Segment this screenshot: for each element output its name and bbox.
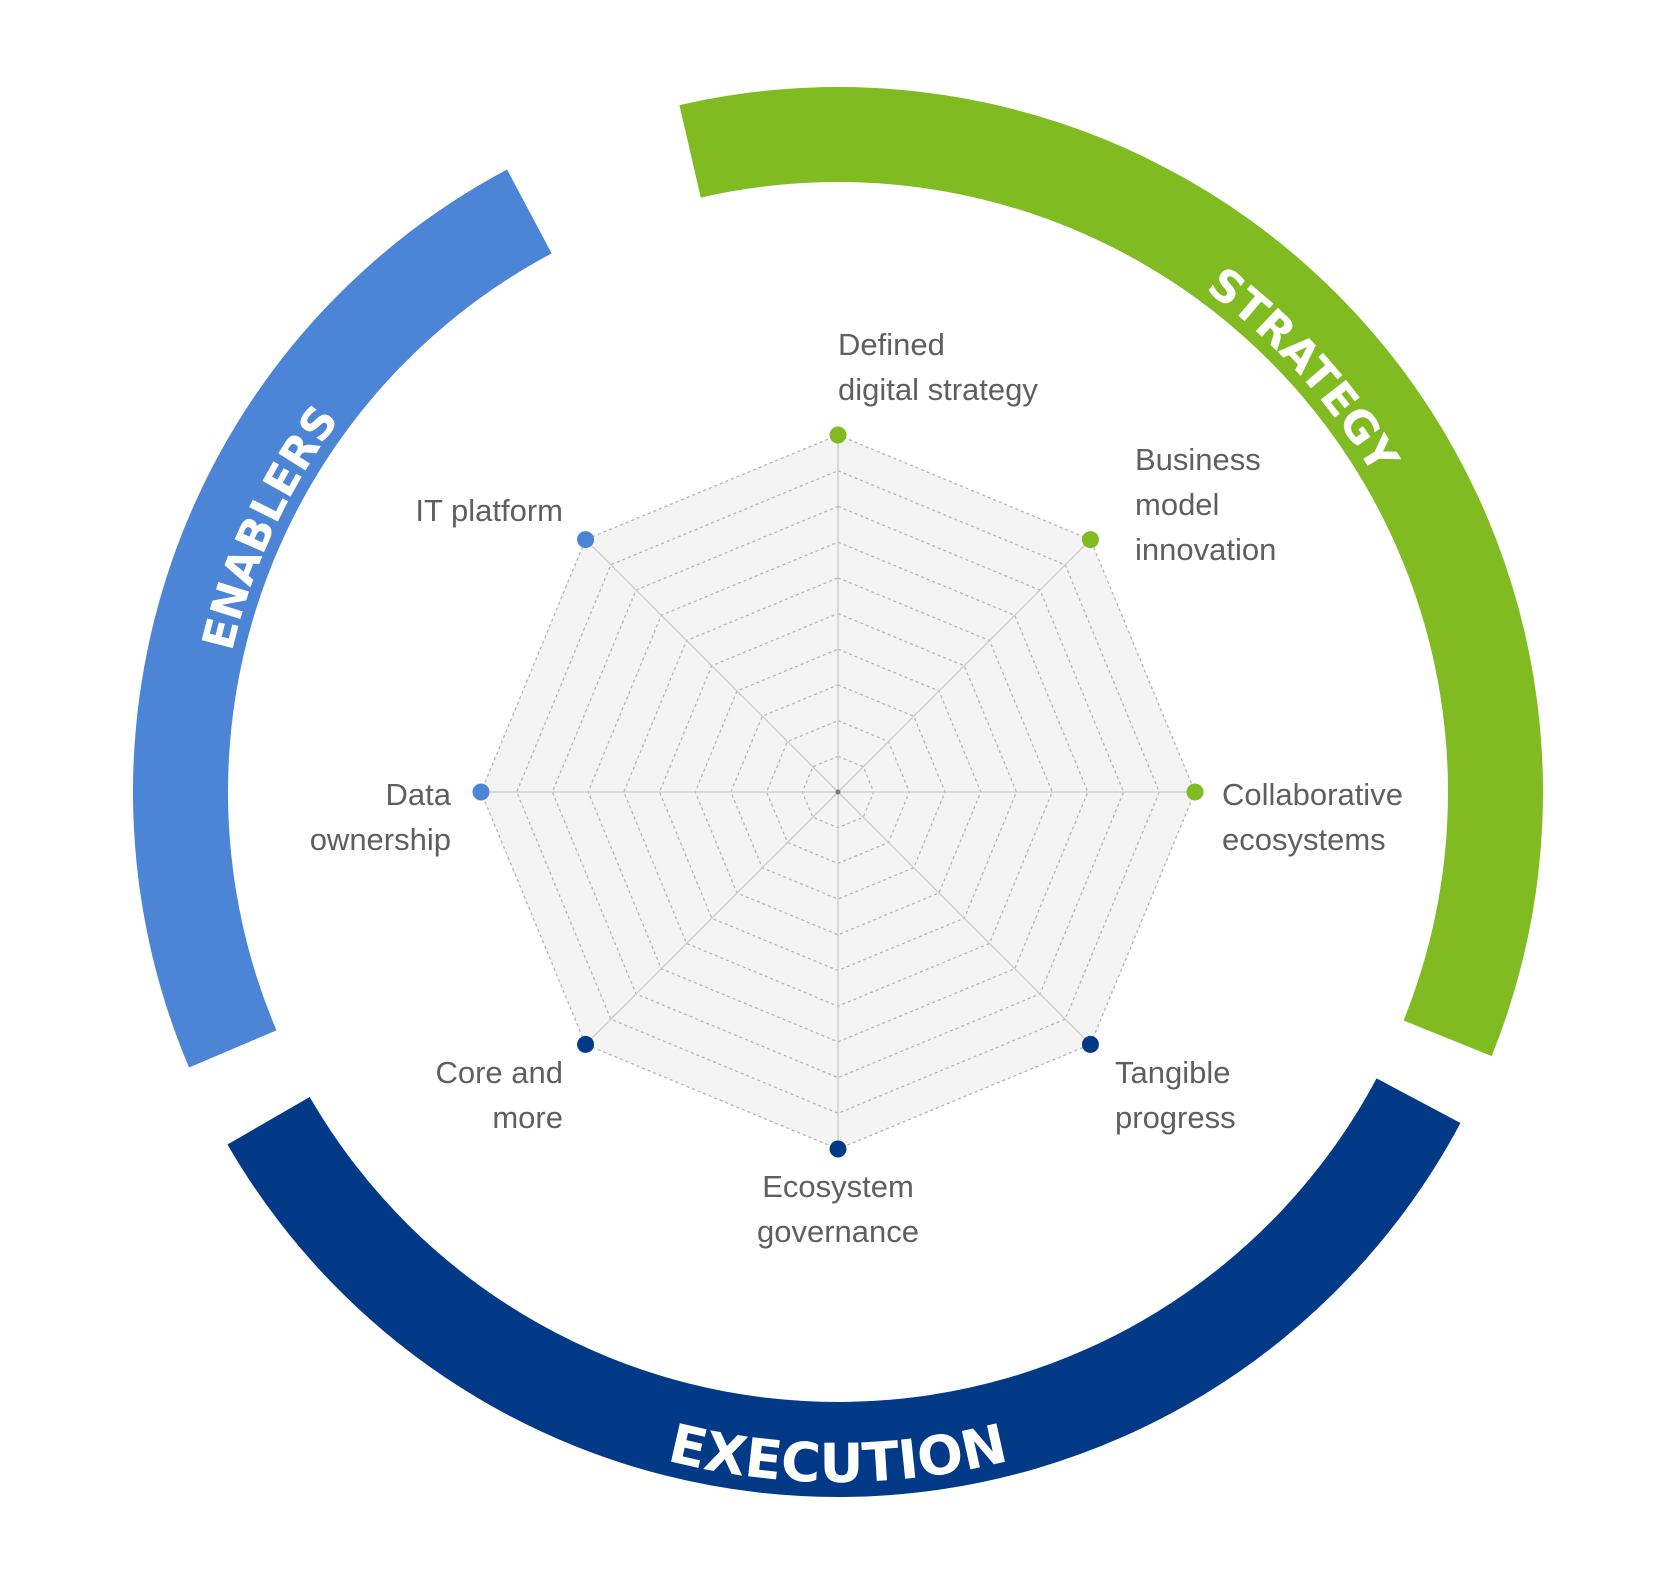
radar-spoke [585,791,839,1045]
axis-label-line: Ecosystem [762,1169,914,1204]
radar-grid-ring [515,469,1161,1115]
axis-label: IT platform [415,493,563,528]
axis-label-line: governance [757,1214,919,1249]
axis-label: Business model innovation [1135,442,1276,567]
axis-label-line: Data [386,777,452,812]
axis-label-line: more [492,1100,563,1135]
axis-label-line: ecosystems [1222,822,1386,857]
radar-web [472,426,1204,1158]
radar-spoke [585,539,839,793]
execution-band [227,1078,1461,1497]
axis-label-line: Collaborative [1222,777,1403,812]
axis-label-line: Core and [435,1055,563,1090]
axis-label-line: Defined [838,327,945,362]
axis-label-line: digital strategy [838,372,1038,407]
axis-marker-dot [829,1140,847,1158]
axis-label-line: IT platform [415,493,563,528]
radar-spoke [837,539,1091,793]
axis-marker-dot [1081,531,1099,549]
radar-grid-ring [694,648,982,936]
strategy-band [679,86,1543,1057]
axis-label: Defined digital strategy [838,327,1038,407]
axis-marker-dot [472,783,490,801]
axis-marker-dot [1186,783,1204,801]
axis-label: Tangible progress [1115,1055,1236,1135]
axis-marker-dot [829,426,847,444]
radar-spoke [837,791,1091,1045]
axis-marker-dot [577,531,595,549]
radar-grid-ring [730,684,946,900]
axis-label-line: ownership [310,822,451,857]
axis-label: Data ownership [310,777,452,857]
axis-label-line: innovation [1135,532,1276,567]
axis-label-line: model [1135,487,1219,522]
axis-marker-dot [577,1035,595,1053]
axis-label: Collaborative ecosystems [1222,777,1403,857]
radar-center-dot [835,789,841,795]
axis-label-line: Business [1135,442,1261,477]
axis-label: Ecosystem governance [757,1169,919,1249]
axis-label-line: Tangible [1115,1055,1230,1090]
axis-label-line: progress [1115,1100,1236,1135]
axis-label: Core and more [435,1055,563,1135]
axis-marker-dot [1081,1035,1099,1053]
enablers-band [133,169,552,1068]
